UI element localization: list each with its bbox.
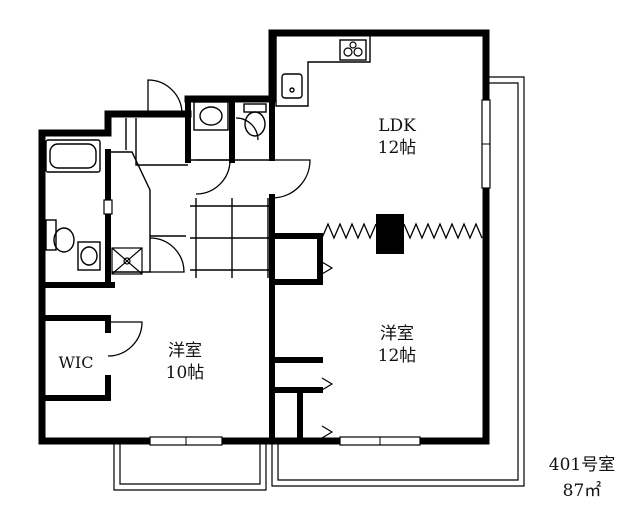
- room-size-western-large: 12帖: [377, 346, 417, 366]
- room-label-western-large: 洋室 12帖: [352, 323, 442, 367]
- room-size-western-small: 10帖: [165, 363, 205, 383]
- doors: [107, 79, 311, 357]
- closet-marks: [321, 261, 334, 439]
- room-name-western-large: 洋室: [380, 324, 414, 344]
- unit-area: 87㎡: [562, 481, 602, 501]
- kitchen-counter: [275, 36, 371, 107]
- unit-info: 401号室 87㎡: [532, 452, 632, 504]
- stove-icon: [343, 41, 363, 57]
- sink-icon: [77, 241, 101, 271]
- balcony-left: [113, 444, 267, 491]
- room-name-ldk: LDK: [378, 116, 416, 136]
- washer-pan-icon: [111, 247, 143, 275]
- room-size-ldk: 12帖: [377, 138, 417, 158]
- room-label-wic: WIC: [48, 352, 104, 374]
- column: [376, 214, 404, 254]
- unit-number: 401号室: [548, 455, 616, 475]
- bathtub-icon: [45, 139, 101, 173]
- folding-partition: [321, 222, 483, 240]
- toilet-icon: [45, 219, 75, 253]
- sink-icon-upper: [193, 101, 229, 131]
- room-name-western-small: 洋室: [168, 341, 202, 361]
- toilet-icon-upper: [243, 103, 267, 137]
- window-sashes: [185, 143, 490, 445]
- room-name-wic: WIC: [58, 353, 94, 372]
- room-label-western-small: 洋室 10帖: [140, 340, 230, 384]
- balcony-right: [271, 76, 525, 487]
- room-label-ldk: LDK 12帖: [352, 115, 442, 159]
